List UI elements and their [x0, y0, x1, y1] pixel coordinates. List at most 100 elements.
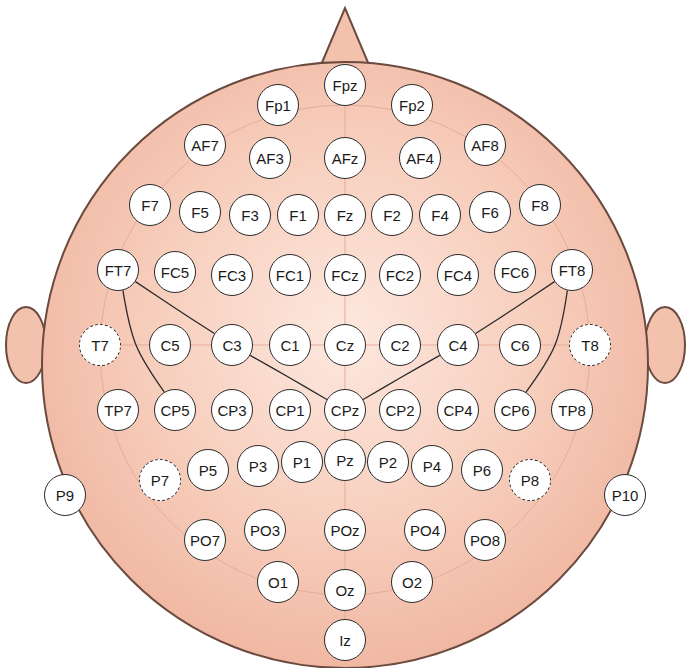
- electrode-label: T7: [91, 337, 109, 354]
- electrode-label: Pz: [336, 452, 354, 469]
- electrode-label: P8: [521, 472, 539, 489]
- electrode-site: FC2: [379, 254, 421, 296]
- electrode-label: C2: [390, 337, 409, 354]
- electrode-site: C5: [149, 324, 191, 366]
- electrode-site: T8: [569, 324, 611, 366]
- electrode-site: Fpz: [324, 64, 366, 106]
- electrode-site: F4: [419, 194, 461, 236]
- electrode-label: C3: [222, 337, 241, 354]
- electrode-label: O1: [268, 574, 288, 591]
- electrode-site: FC4: [437, 254, 479, 296]
- electrode-label: TP8: [558, 402, 586, 419]
- electrode-label: P4: [423, 458, 441, 475]
- electrode-site: P7: [139, 459, 181, 501]
- electrode-label: FC5: [161, 264, 189, 281]
- electrode-label: FT8: [559, 262, 586, 279]
- electrode-site: FC6: [494, 251, 536, 293]
- electrode-site: Fp1: [257, 84, 299, 126]
- electrode-label: C6: [510, 337, 529, 354]
- electrode-site: TP8: [551, 389, 593, 431]
- electrode-site: P2: [367, 441, 409, 483]
- electrode-label: POz: [330, 522, 359, 539]
- electrode-label: P5: [199, 462, 217, 479]
- electrode-label: F6: [481, 204, 499, 221]
- electrode-site: F3: [229, 194, 271, 236]
- electrode-label: AF3: [256, 150, 284, 167]
- electrode-site: O1: [257, 561, 299, 603]
- electrode-label: O2: [402, 574, 422, 591]
- electrode-label: Iz: [339, 632, 351, 649]
- electrode-site: C1: [269, 324, 311, 366]
- electrode-label: F5: [191, 204, 209, 221]
- electrode-label: F8: [531, 197, 549, 214]
- electrode-site: P9: [44, 474, 86, 516]
- electrode-site: CP3: [211, 389, 253, 431]
- right-ear: [645, 307, 685, 383]
- electrode-label: CP1: [275, 402, 304, 419]
- left-ear: [6, 307, 46, 383]
- electrode-label: FC4: [444, 267, 472, 284]
- electrode-site: C4: [437, 324, 479, 366]
- electrode-label: FT7: [105, 262, 132, 279]
- electrode-label: PO7: [190, 532, 220, 549]
- electrode-label: TP7: [104, 402, 132, 419]
- electrode-site: C6: [499, 324, 541, 366]
- electrode-label: C1: [280, 337, 299, 354]
- electrode-site: P5: [187, 449, 229, 491]
- electrode-site: FCz: [324, 254, 366, 296]
- electrode-site: T7: [79, 324, 121, 366]
- electrode-label: CP4: [443, 402, 472, 419]
- electrode-label: AFz: [332, 150, 359, 167]
- electrode-site: C3: [211, 324, 253, 366]
- electrode-label: Fp1: [265, 97, 291, 114]
- electrode-label: P10: [612, 487, 639, 504]
- electrode-site: P6: [461, 449, 503, 491]
- electrode-label: PO8: [470, 532, 500, 549]
- electrode-site: POz: [324, 509, 366, 551]
- electrode-site: Cz: [324, 324, 366, 366]
- electrode-label: CPz: [331, 402, 359, 419]
- electrode-site: F1: [277, 194, 319, 236]
- electrode-site: Fz: [324, 194, 366, 236]
- electrode-site: F7: [129, 184, 171, 226]
- electrode-label: P7: [151, 472, 169, 489]
- electrode-site: CP6: [494, 389, 536, 431]
- electrode-site: P1: [281, 441, 323, 483]
- electrode-site: CP4: [437, 389, 479, 431]
- electrode-label: F2: [383, 207, 401, 224]
- electrode-site: CP1: [269, 389, 311, 431]
- guide-circle: [100, 105, 590, 595]
- electrode-label: FC1: [276, 267, 304, 284]
- electrode-site: CP2: [379, 389, 421, 431]
- electrode-site: F2: [371, 194, 413, 236]
- electrode-site: FC5: [154, 251, 196, 293]
- electrode-site: P3: [237, 445, 279, 487]
- electrode-label: P2: [379, 454, 397, 471]
- electrode-label: PO4: [410, 522, 440, 539]
- electrode-label: AF4: [406, 150, 434, 167]
- electrode-site: P4: [411, 445, 453, 487]
- electrode-site: PO3: [244, 509, 286, 551]
- electrode-label: Fz: [337, 207, 354, 224]
- electrode-label: CP3: [217, 402, 246, 419]
- electrode-site: TP7: [97, 389, 139, 431]
- electrode-label: P1: [293, 454, 311, 471]
- electrode-site: AFz: [324, 137, 366, 179]
- electrode-label: PO3: [250, 522, 280, 539]
- electrode-label: T8: [581, 337, 599, 354]
- electrode-site: O2: [391, 561, 433, 603]
- electrode-site: FC3: [211, 254, 253, 296]
- electrode-site: CPz: [324, 389, 366, 431]
- electrode-label: Oz: [335, 582, 354, 599]
- electrode-site: F6: [469, 191, 511, 233]
- electrode-label: C5: [160, 337, 179, 354]
- electrode-label: FC6: [501, 264, 529, 281]
- electrode-site: AF7: [184, 124, 226, 166]
- electrode-label: CP5: [160, 402, 189, 419]
- electrode-site: AF3: [249, 137, 291, 179]
- electrode-label: F3: [241, 207, 259, 224]
- electrode-site: C2: [379, 324, 421, 366]
- electrode-label: AF7: [191, 137, 219, 154]
- electrode-label: Fpz: [332, 77, 357, 94]
